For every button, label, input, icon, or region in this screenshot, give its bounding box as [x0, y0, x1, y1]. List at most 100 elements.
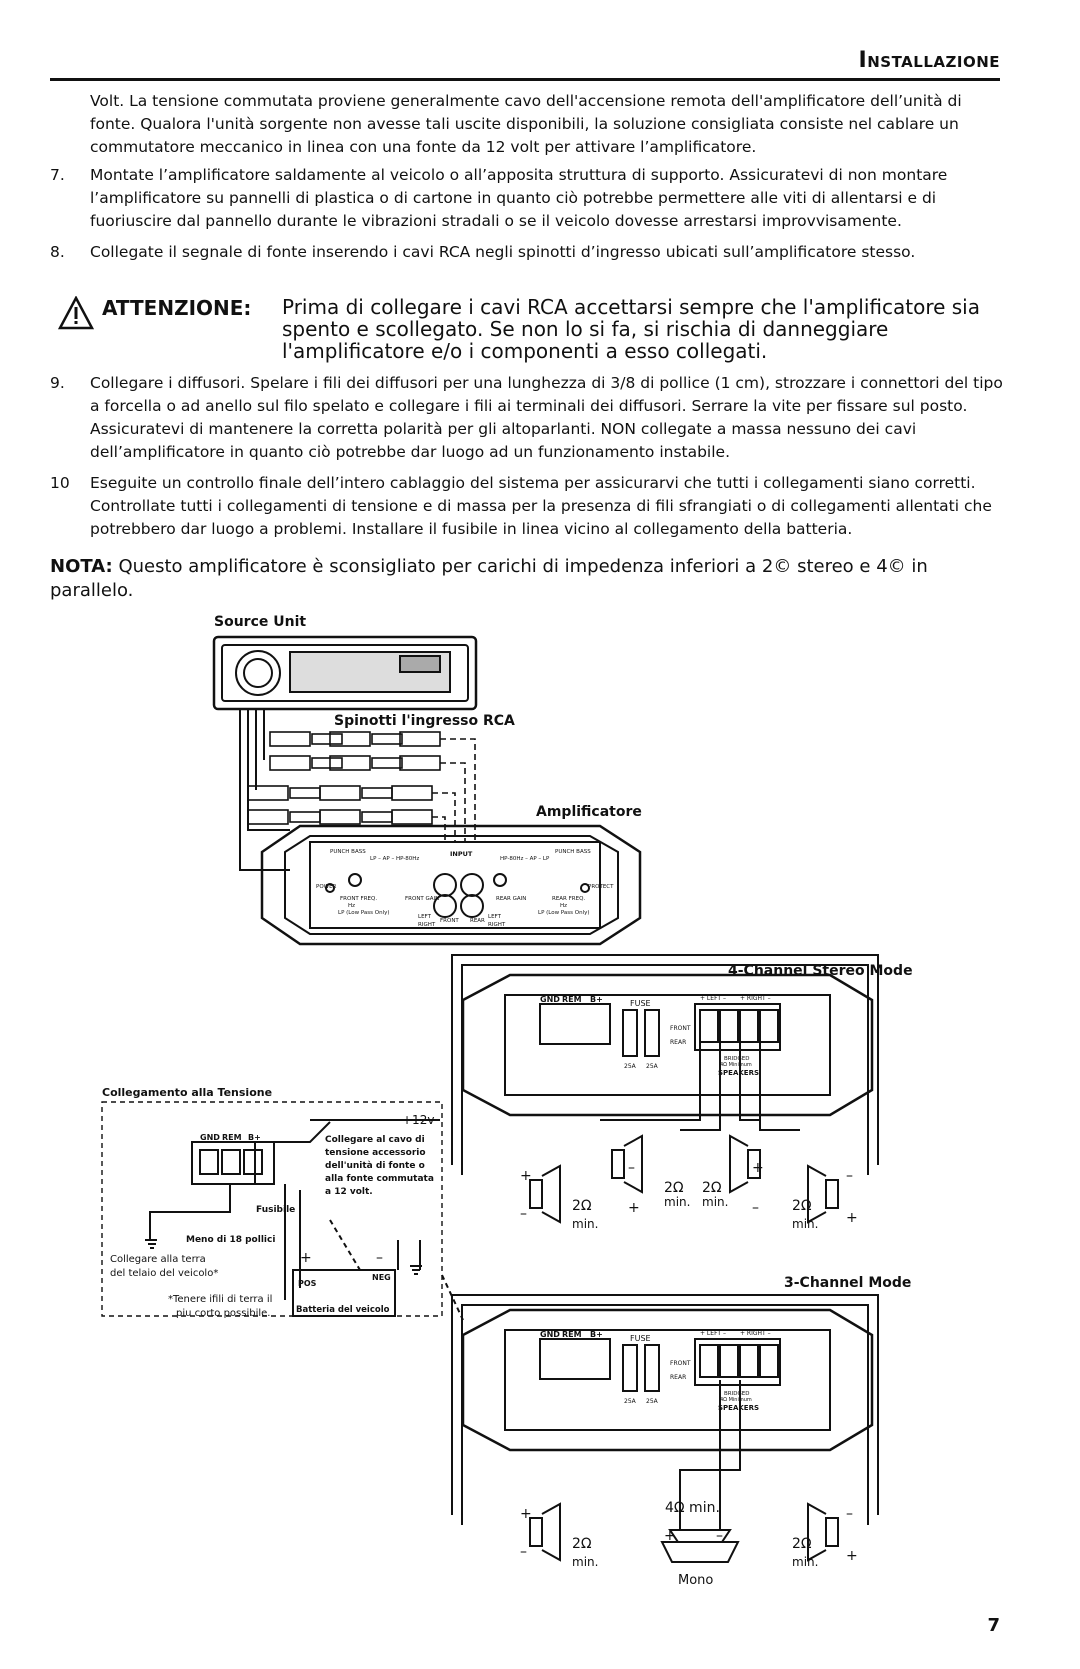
t3-rear: REAR [670, 1374, 686, 1381]
amp-rear-gain: REAR GAIN [496, 896, 526, 902]
t4-left: + LEFT – [700, 995, 726, 1002]
spk4-3-ohm: 2Ω [702, 1180, 722, 1196]
power-gnd: GND [200, 1133, 220, 1142]
warning-triangle-icon [58, 296, 94, 330]
label-rca: Spinotti l'ingresso RCA [334, 713, 515, 729]
t3-right: + RIGHT – [740, 1330, 771, 1337]
spk4-2-minus: – [628, 1160, 635, 1176]
spk4-4-ohm: 2Ω [792, 1198, 812, 1214]
nota-block: NOTA: Questo amplificatore è sconsigliat… [50, 555, 1000, 603]
spk3-mono-ohm: 4Ω min. [665, 1500, 720, 1516]
amp-input: INPUT [450, 850, 473, 858]
spk4-3-minus: – [752, 1200, 759, 1216]
item-number-10: 10 [50, 474, 70, 492]
label-3ch: 3-Channel Mode [784, 1275, 911, 1291]
battery-neg: NEG [372, 1273, 391, 1282]
spk4-2-ohm: 2Ω [664, 1180, 684, 1196]
t4-gnd: GND [540, 995, 560, 1004]
label-4ch: 4-Channel Stereo Mode [728, 963, 913, 979]
remote-note-4: alla fonte commutata [325, 1174, 434, 1184]
spk4-3-plus: + [752, 1160, 764, 1176]
t4-front: FRONT [670, 1025, 691, 1032]
spk3-l-minus: – [520, 1544, 527, 1560]
amp-lp-l: LP (Low Pass Only) [338, 910, 390, 916]
power-box [101, 1101, 443, 1317]
t3-gnd: GND [540, 1330, 560, 1339]
battery-pos: POS [298, 1279, 317, 1288]
spk4-1-plus: + [520, 1168, 532, 1184]
t4-fuse: FUSE [630, 999, 651, 1008]
spk4-2-min: min. [664, 1195, 690, 1209]
item-7-text: Montate l’amplificatore saldamente al ve… [90, 166, 948, 230]
intro-paragraph: Volt. La tensione commutata proviene gen… [90, 92, 962, 156]
spk4-4-plus: + [846, 1210, 858, 1226]
t4-min-ohm: 4Ω Minimum [720, 1062, 752, 1068]
amp-protect: PROTECT [588, 884, 614, 890]
fuse-label: Fusibile [256, 1205, 295, 1215]
spk3-l-plus: + [520, 1506, 532, 1522]
amp-lp-ap-hp-r: HP-80Hz – AP – LP [500, 856, 550, 862]
item-8-text: Collegate il segnale di fonte inserendo … [90, 243, 916, 261]
spk3-r-plus: + [846, 1548, 858, 1564]
amp-punch-bass-r: PUNCH BASS [555, 849, 591, 855]
spk4-1-ohm: 2Ω [572, 1198, 592, 1214]
amp-lp-ap-hp-l: LP – AP – HP-80Hz [370, 856, 419, 862]
amplifier-4ch [461, 973, 874, 1117]
spk4-1-min: min. [572, 1217, 598, 1231]
amp-front: FRONT [440, 918, 459, 924]
amp-hz-r: Hz [560, 903, 567, 909]
remote-note-2: tensione accessorio [325, 1148, 426, 1158]
t3-speakers: SPEAKERS [718, 1404, 759, 1412]
remote-note-5: a 12 volt. [325, 1187, 373, 1197]
t4-rear: REAR [670, 1039, 686, 1046]
spk4-3-min: min. [702, 1195, 728, 1209]
t4-bplus: B+ [590, 995, 603, 1004]
section-title: Installazione [858, 48, 1000, 73]
amplifier-3ch [461, 1308, 874, 1452]
battery-minus: – [376, 1250, 383, 1266]
item-9-text: Collegare i diffusori. Spelare i fili de… [90, 374, 1003, 461]
power-12v: +12v [402, 1113, 434, 1127]
battery-label: Batteria del veicolo [296, 1305, 390, 1315]
t3-fuse-a: 25A [624, 1398, 637, 1405]
t3-fuse-b: 25A [646, 1398, 659, 1405]
spk3-mono-plus: + [664, 1528, 676, 1544]
item-number-7: 7. [50, 166, 65, 184]
spk4-2-plus: + [628, 1200, 640, 1216]
spk3-l-ohm: 2Ω [572, 1536, 592, 1552]
remote-note-1: Collegare al cavo di [325, 1135, 425, 1145]
warning-label: ATTENZIONE: [102, 296, 252, 320]
warning-text: Prima di collegare i cavi RCA accettarsi… [282, 295, 980, 363]
speakers-4ch [529, 1134, 839, 1224]
meno-label: Meno di 18 pollici [186, 1235, 275, 1245]
spk4-4-minus: – [846, 1168, 853, 1184]
source-unit [212, 635, 478, 711]
t4-fuse-b: 25A [646, 1063, 659, 1070]
spk4-1-minus: – [520, 1206, 527, 1222]
page-number: 7 [987, 1615, 1000, 1636]
label-amplificatore: Amplificatore [536, 804, 642, 820]
nota-label: NOTA: [50, 556, 113, 577]
t3-bridged: BRIDGED [724, 1391, 749, 1397]
spk3-r-minus: – [846, 1506, 853, 1522]
t3-left: + LEFT – [700, 1330, 726, 1337]
battery-plus: + [300, 1250, 312, 1266]
amp-power: POWER [316, 884, 337, 890]
t3-bplus: B+ [590, 1330, 603, 1339]
item-number-8: 8. [50, 243, 65, 261]
t4-fuse-a: 25A [624, 1063, 637, 1070]
remote-note-3: dell'unità di fonte o [325, 1161, 425, 1171]
amp-hz-l: Hz [348, 903, 355, 909]
spk4-4-min: min. [792, 1217, 818, 1231]
amp-right: RIGHT [418, 922, 436, 928]
power-rem: REM [222, 1133, 242, 1142]
amp-punch-bass-l: PUNCH BASS [330, 849, 366, 855]
power-bplus: B+ [248, 1133, 261, 1142]
amp-left2: LEFT [488, 914, 502, 920]
item-number-9: 9. [50, 374, 65, 392]
page-header: Installazione [50, 42, 1000, 81]
nota-text: Questo amplificatore è sconsigliato per … [50, 556, 928, 601]
t3-fuse: FUSE [630, 1334, 651, 1343]
ground-note-1: Collegare alla terra [110, 1254, 206, 1265]
t4-speakers: SPEAKERS [718, 1069, 759, 1077]
